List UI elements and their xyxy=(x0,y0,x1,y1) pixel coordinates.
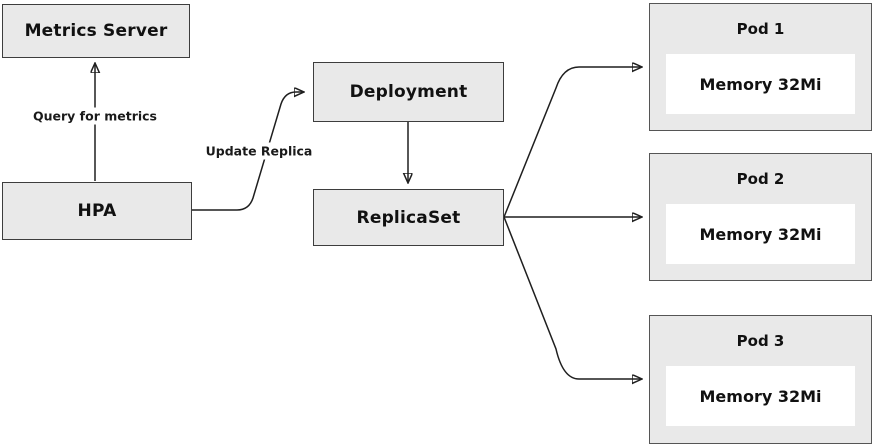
node-pod-1: Pod 1 Memory 32Mi xyxy=(649,3,872,131)
pod-2-memory-box: Memory 32Mi xyxy=(666,204,855,264)
node-replicaset: ReplicaSet xyxy=(313,189,504,246)
edge-replicaset-to-pod1 xyxy=(503,67,641,218)
metrics-server-label: Metrics Server xyxy=(24,21,168,41)
node-deployment: Deployment xyxy=(313,62,504,122)
node-hpa: HPA xyxy=(2,182,192,240)
pod-1-memory-box: Memory 32Mi xyxy=(666,54,855,114)
deployment-label: Deployment xyxy=(349,82,468,102)
hpa-label: HPA xyxy=(77,201,117,221)
edge-replicaset-to-pod3 xyxy=(503,216,641,379)
replicaset-label: ReplicaSet xyxy=(356,207,461,228)
pod-2-title: Pod 2 xyxy=(736,170,785,188)
pod-3-memory-box: Memory 32Mi xyxy=(666,366,855,426)
node-pod-2: Pod 2 Memory 32Mi xyxy=(649,153,872,281)
node-pod-3: Pod 3 Memory 32Mi xyxy=(649,315,872,444)
pod-3-title: Pod 3 xyxy=(736,332,785,350)
pod-1-title: Pod 1 xyxy=(736,20,785,38)
edge-label-query-for-metrics: Query for metrics xyxy=(29,107,161,125)
node-metrics-server: Metrics Server xyxy=(2,4,190,58)
edge-label-update-replica: Update Replica xyxy=(201,142,317,160)
